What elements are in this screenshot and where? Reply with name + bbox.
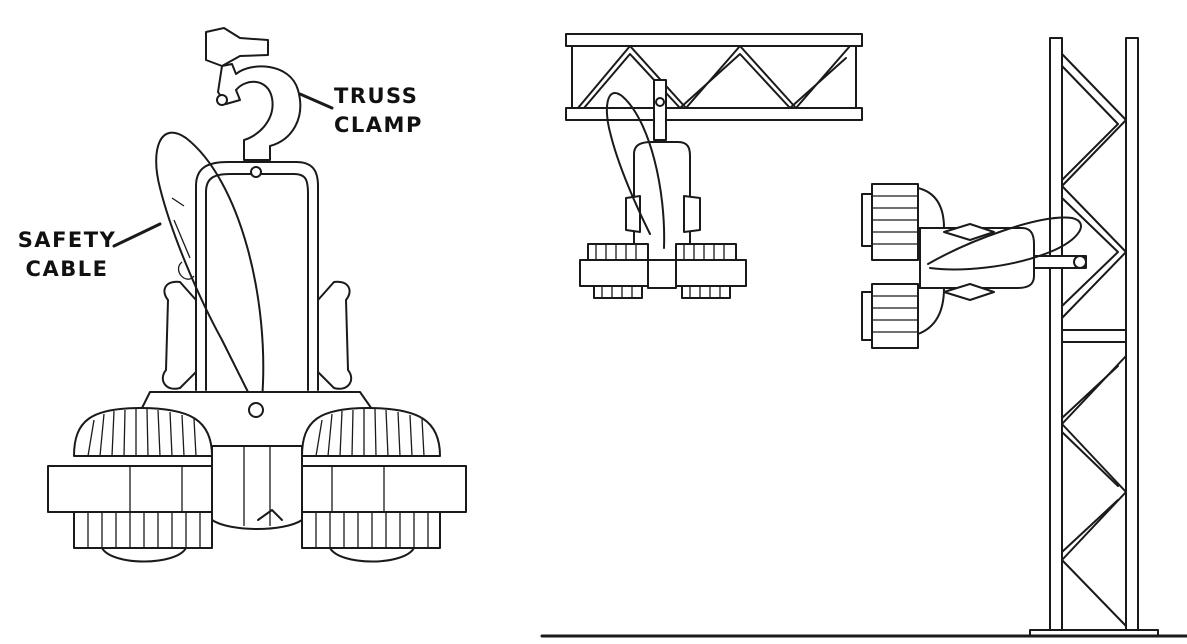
clamp-knob: [205, 27, 269, 67]
truss-clamp-label: TRUSS CLAMP: [334, 82, 423, 140]
horizontal-truss: [565, 33, 863, 121]
truss-clamp-label-line-1: TRUSS: [334, 84, 419, 108]
truss-clamp-label-line-2: CLAMP: [334, 113, 423, 137]
fixture-front-view: [47, 27, 467, 563]
yoke-knob-left: [161, 280, 197, 390]
safety-cable-label: SAFETY CABLE: [16, 226, 118, 284]
safety-cable-leader: [112, 222, 162, 248]
fixture-side-view: [861, 183, 1087, 349]
vertical-truss: [1029, 37, 1159, 637]
yoke-bracket: [195, 161, 319, 391]
center-housing: [211, 445, 303, 530]
safety-cable-label-line-1: SAFETY: [17, 228, 117, 252]
fixture-hanging-view: [579, 79, 747, 299]
yoke-knob-right: [317, 280, 353, 390]
lamp-head-right: [301, 407, 441, 563]
safety-cable: [155, 131, 265, 401]
safety-cable-label-line-2: CABLE: [25, 257, 109, 281]
truss-clamp-body: [217, 63, 302, 161]
truss-clamp-leader: [298, 92, 334, 110]
lamp-head-left: [73, 407, 213, 563]
